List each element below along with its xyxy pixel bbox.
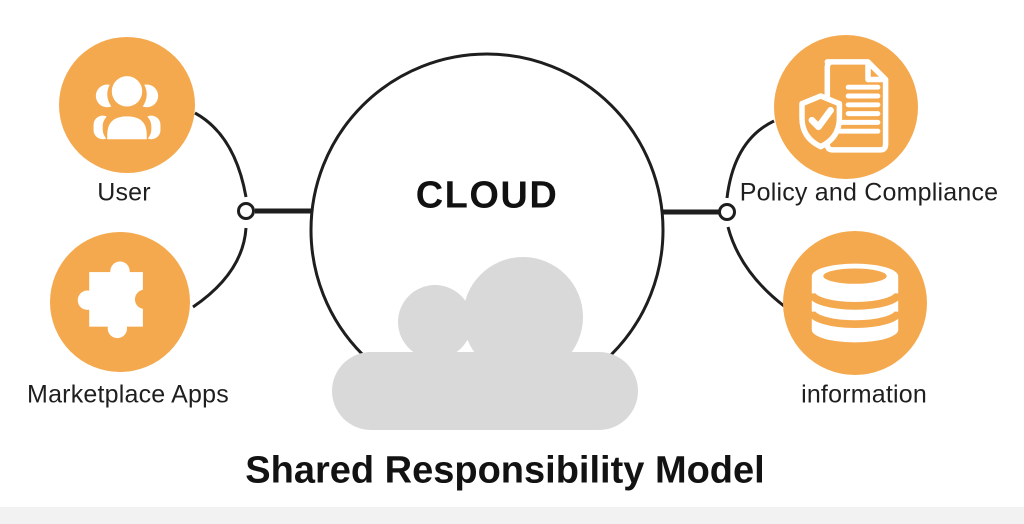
connector-left-node xyxy=(237,202,255,220)
node-user xyxy=(59,37,195,173)
node-marketplace-apps xyxy=(50,232,190,372)
connector-right xyxy=(663,119,785,308)
bottom-strip xyxy=(0,507,1024,524)
connector-right-node xyxy=(718,203,736,221)
cloud-shape-icon xyxy=(332,257,638,430)
puzzle-piece-icon xyxy=(77,261,155,339)
center-cloud-label: CLOUD xyxy=(415,174,559,217)
shield-check-document-icon xyxy=(799,59,889,153)
node-marketplace-apps-label: Marketplace Apps xyxy=(27,380,229,409)
diagram-title: Shared Responsibility Model xyxy=(245,449,765,492)
node-information-label: information xyxy=(801,380,927,409)
connector-left xyxy=(192,111,311,309)
database-icon xyxy=(807,263,903,343)
node-policy-compliance xyxy=(774,35,918,179)
node-information xyxy=(783,231,927,375)
node-user-label: User xyxy=(97,178,151,207)
node-policy-compliance-label: Policy and Compliance xyxy=(739,178,999,207)
users-group-icon xyxy=(93,74,161,143)
